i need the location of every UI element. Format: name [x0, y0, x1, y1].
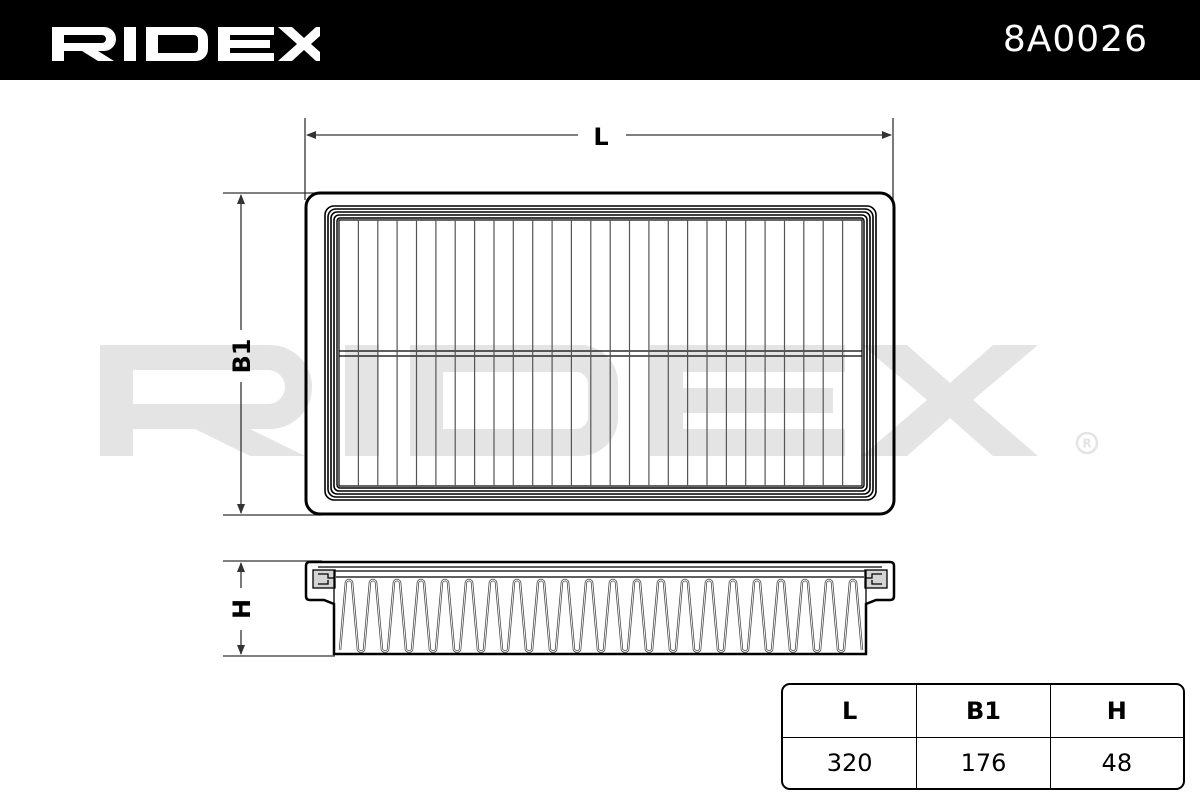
- technical-drawing: R L B1: [100, 118, 1099, 657]
- dimensions-table: L B1 H 320 176 48: [781, 683, 1185, 790]
- svg-text:R: R: [1082, 437, 1091, 451]
- label-length: L: [593, 123, 608, 151]
- clip-left: [312, 569, 336, 604]
- part-number: 8A0026: [1002, 19, 1148, 60]
- dimension-width: [223, 192, 322, 516]
- dimension-length: [304, 118, 894, 200]
- label-height: H: [228, 599, 256, 619]
- table-header-row: L B1 H: [783, 685, 1183, 738]
- value-length: 320: [826, 749, 873, 777]
- header-width: B1: [916, 685, 1050, 738]
- header-length: L: [783, 685, 917, 738]
- dimension-height: [223, 560, 335, 657]
- filter-top-view: [304, 191, 896, 516]
- registered-mark: ®: [296, 40, 305, 50]
- table-row: 320 176 48: [783, 738, 1183, 788]
- header-height: H: [1049, 685, 1183, 738]
- value-width: 176: [916, 738, 1049, 788]
- label-width: B1: [228, 339, 256, 374]
- ridex-logo: [52, 27, 320, 61]
- header-bar: ® 8A0026: [0, 0, 1200, 80]
- clip-right: [864, 569, 888, 604]
- filter-side-view: [304, 560, 896, 656]
- value-height: 48: [1049, 738, 1183, 788]
